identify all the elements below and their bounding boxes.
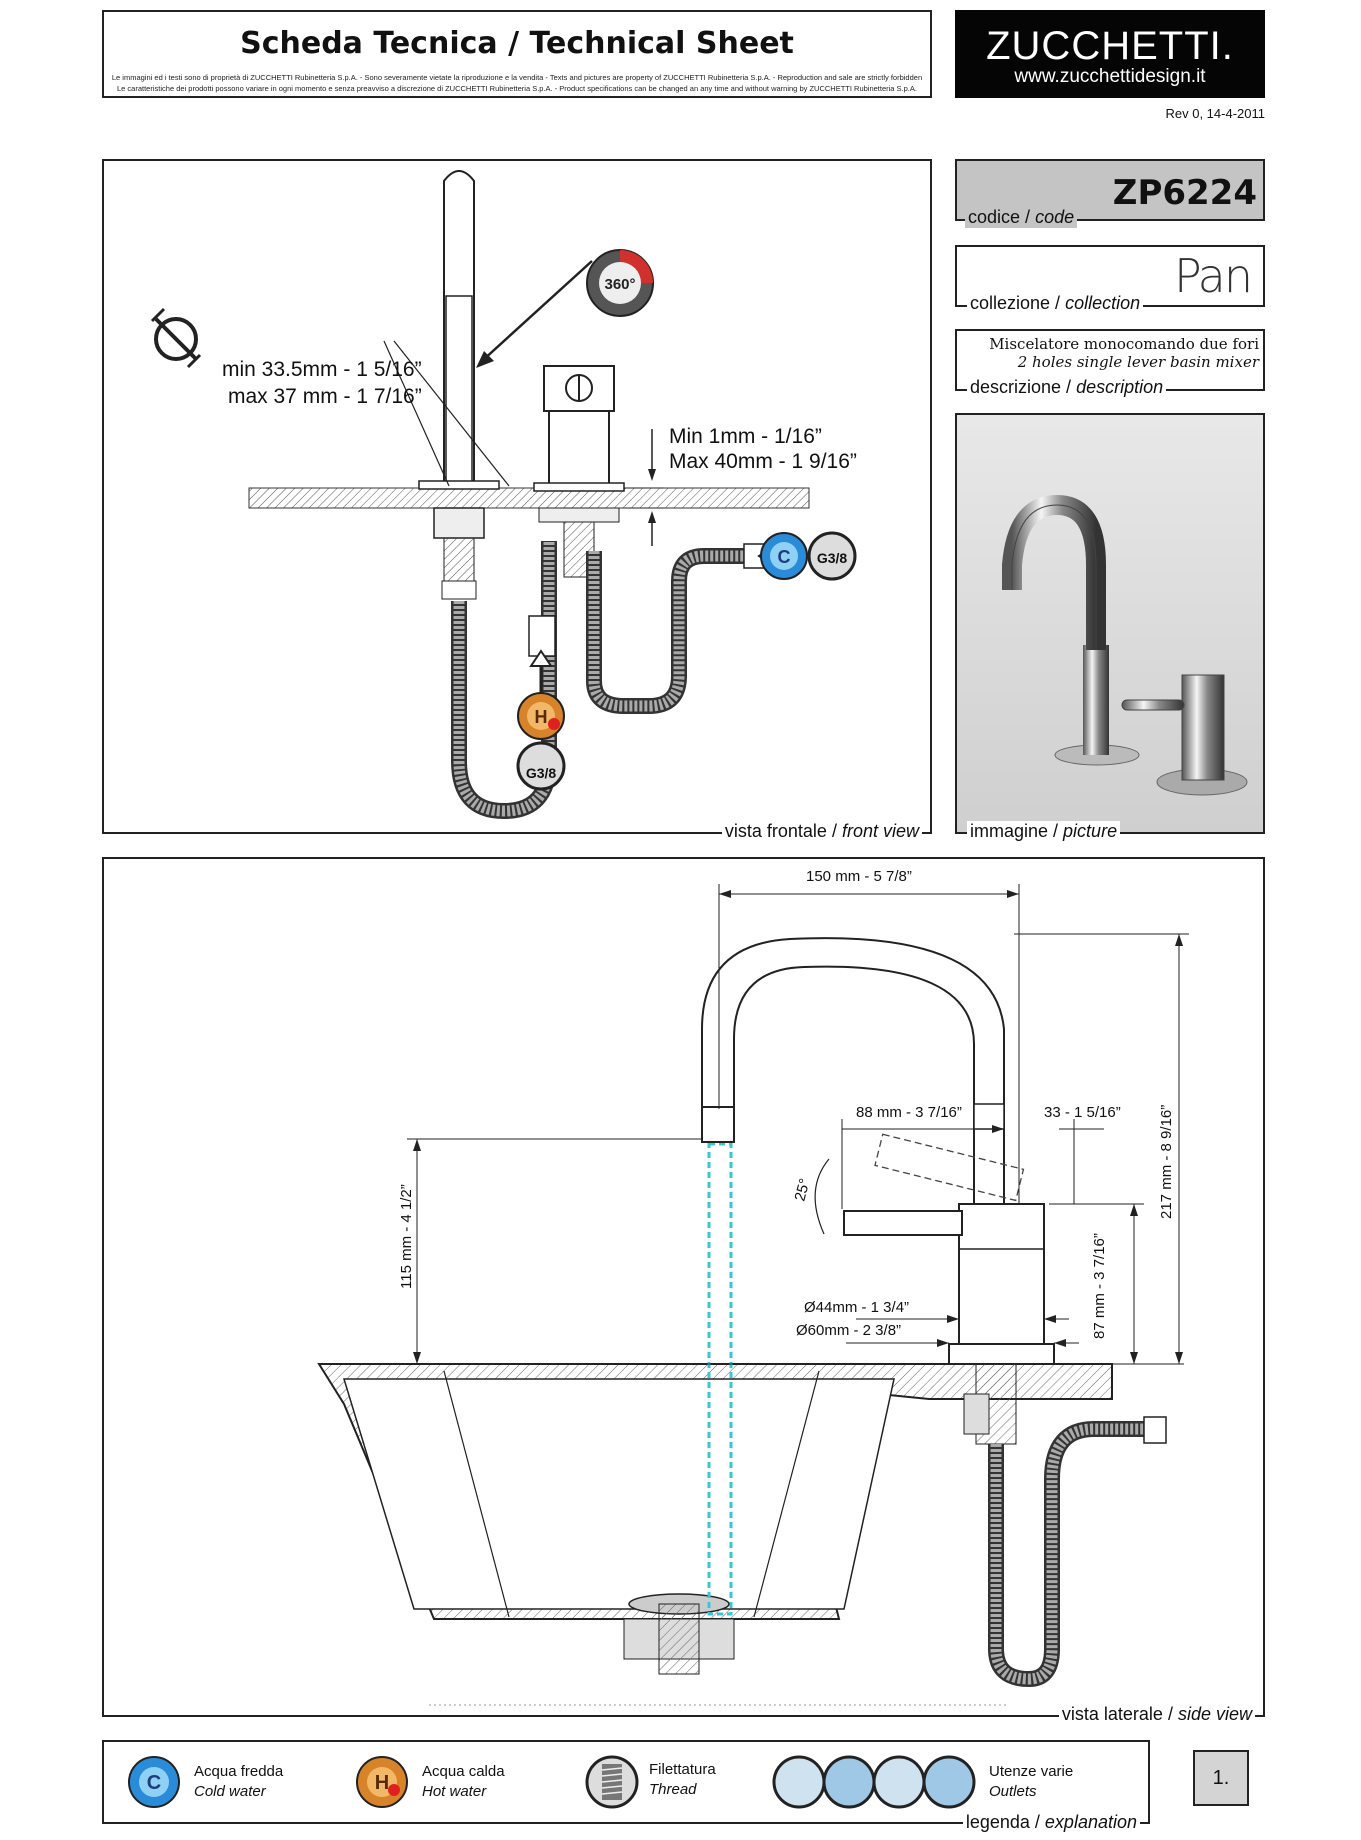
brand-name: ZUCCHETTI. — [986, 24, 1234, 68]
water-stream — [707, 1142, 733, 1616]
legend-caption: legenda / explanation — [962, 1812, 1140, 1833]
hot-water-icon: H — [517, 692, 565, 740]
bathtub-icon — [822, 1755, 876, 1809]
side-view-panel: 115 mm - 4 1/2” 217 mm - 8 9/16” 87 mm -… — [102, 857, 1265, 1725]
svg-text:C: C — [778, 547, 791, 567]
legend-hot-label: Acqua calda Hot water — [422, 1763, 505, 1800]
brand-website: www.zucchettidesign.it — [1014, 66, 1206, 87]
picture-caption: immagine / picture — [967, 821, 1121, 842]
product-picture-box: immagine / picture — [955, 413, 1265, 842]
svg-text:C: C — [147, 1772, 161, 1794]
product-photo — [1002, 494, 1248, 796]
collection-caption: collezione / collection — [967, 293, 1144, 314]
side-view-caption: vista laterale / side view — [1058, 1704, 1255, 1725]
product-code: ZP6224 — [1112, 173, 1257, 213]
dim-angle: 25° — [791, 1177, 813, 1203]
dim-body-dia-label: Ø44mm - 1 3/4” — [804, 1299, 910, 1316]
legend-thread-label: Filettatura Thread — [649, 1761, 716, 1798]
thread-g38-icon-hot: G3/8 — [516, 741, 566, 791]
hole-max-dim: max 37 mm - 1 7/16” — [228, 385, 422, 408]
shower-icon — [872, 1755, 926, 1809]
front-view-panel: 360° C G3/8 H G3/8 min 33.5mm - 1 5/16” … — [102, 159, 932, 842]
dim-base-dia-label: Ø60mm - 2 3/8” — [796, 1322, 902, 1339]
hole-diameter-dims: min 33.5mm - 1 5/16” max 37 mm - 1 7/16” — [222, 356, 422, 410]
product-code-box: ZP6224 codice / code — [955, 159, 1265, 228]
mixer-body — [548, 410, 610, 487]
side-view-drawing: 115 mm - 4 1/2” 217 mm - 8 9/16” 87 mm -… — [317, 884, 1189, 1706]
page-number: 1. — [1193, 1750, 1249, 1806]
svg-text:G3/8: G3/8 — [817, 550, 848, 566]
hole-min-dim: min 33.5mm - 1 5/16” — [222, 358, 422, 381]
svg-text:H: H — [375, 1772, 389, 1794]
deck-min-dim: Min 1mm - 1/16” — [669, 425, 822, 448]
description-box: Miscelatore monocomando due fori 2 holes… — [955, 329, 1265, 398]
legend-outlet-icons — [772, 1755, 976, 1809]
disclaimer-line-1: Le immagini ed i testi sono di proprietà… — [111, 73, 923, 82]
dim-spout-reach-label: 150 mm - 5 7/8” — [806, 868, 912, 885]
code-caption: codice / code — [965, 207, 1078, 228]
dim-lever-label: 88 mm - 3 7/16” — [856, 1104, 962, 1121]
legend-thread-icon — [585, 1755, 639, 1809]
mixer-side-body — [958, 1203, 1045, 1345]
description-it: Miscelatore monocomando due fori — [989, 335, 1259, 353]
spout-outlet — [701, 1106, 735, 1143]
legend-hot-water-icon: H — [356, 1756, 408, 1808]
legend-outlets-label: Utenze varie Outlets — [989, 1763, 1074, 1800]
description-en: 2 holes single lever basin mixer — [1017, 353, 1259, 371]
revision-text: Rev 0, 14-4-2011 — [1165, 106, 1266, 121]
handshower-icon — [772, 1755, 826, 1809]
mixer-lever — [843, 1210, 963, 1236]
front-view-drawing: 360° C G3/8 H G3/8 — [150, 170, 857, 820]
header-title-box: Scheda Tecnica / Technical Sheet Le imma… — [102, 10, 932, 98]
disclaimer-line-2: Le caratteristiche dei prodotti possono … — [117, 84, 917, 93]
side-hose — [988, 1421, 1144, 1688]
overhead-shower-icon — [922, 1755, 976, 1809]
front-view-caption: vista frontale / front view — [721, 821, 922, 842]
legend-cold-water-icon: C — [128, 1756, 180, 1808]
dim-lever-offset-label: 33 - 1 5/16” — [1044, 1104, 1121, 1121]
cold-water-icon: C — [760, 532, 808, 580]
sheet-title: Scheda Tecnica / Technical Sheet — [240, 26, 794, 61]
svg-text:360°: 360° — [604, 276, 635, 293]
diameter-icon — [154, 317, 198, 361]
cold-hose — [586, 548, 744, 714]
legend-icons: C H — [128, 1755, 976, 1809]
deck-thickness-dims: Min 1mm - 1/16” Max 40mm - 1 9/16” — [669, 424, 857, 474]
collection-name: Pan — [1173, 249, 1253, 303]
legend-panel: C H Acqua fredda Cold water Acqua calda … — [102, 1740, 1150, 1833]
deck-max-dim: Max 40mm - 1 9/16” — [669, 450, 857, 473]
dim-total-height: 217 mm - 8 9/16” — [1158, 1105, 1175, 1219]
description-caption: descrizione / description — [967, 377, 1167, 398]
thread-g38-icon-cold: G3/8 — [807, 531, 857, 581]
svg-text:G3/8: G3/8 — [526, 765, 557, 781]
dim-body-height: 87 mm - 3 7/16” — [1091, 1233, 1108, 1339]
legend-cold-label: Acqua fredda Cold water — [194, 1763, 284, 1800]
dim-spout-height: 115 mm - 4 1/2” — [398, 1184, 415, 1289]
brand-logo: ZUCCHETTI. www.zucchettidesign.it — [955, 10, 1265, 98]
rotation-360-icon: 360° — [586, 249, 654, 317]
countertop — [248, 487, 810, 509]
svg-text:H: H — [535, 707, 548, 727]
collection-box: Pan collezione / collection — [955, 245, 1265, 314]
